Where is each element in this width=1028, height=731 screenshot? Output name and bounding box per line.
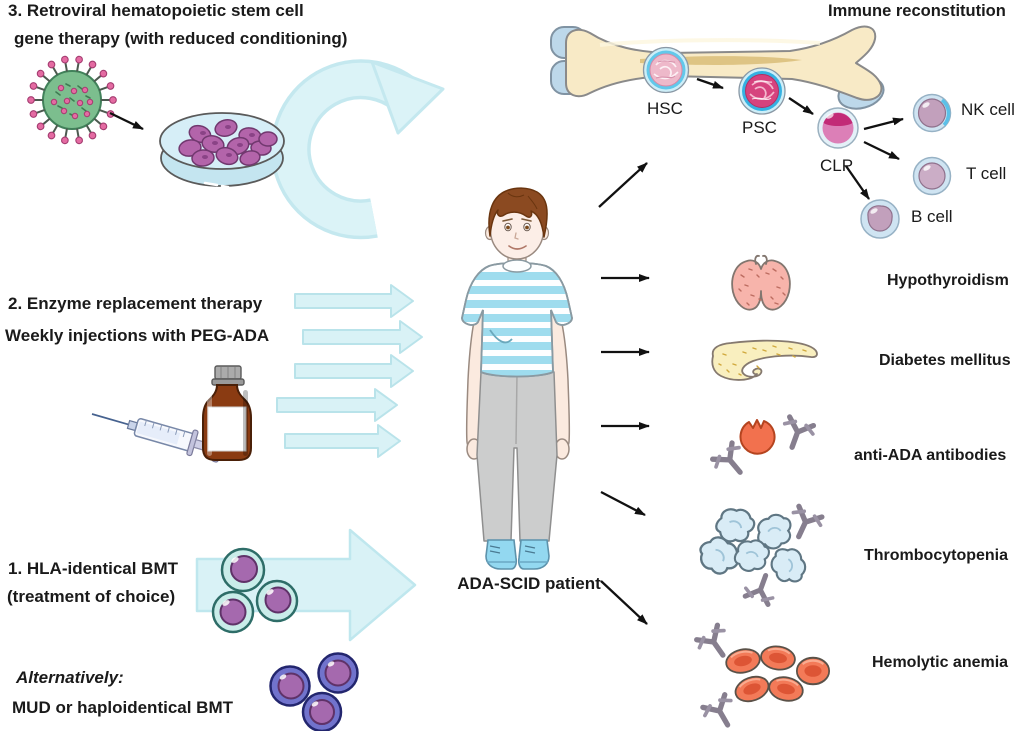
hsc-cell-icon [642,46,690,94]
psc-label: PSC [742,118,777,137]
therapy1-title-line1: 1. HLA-identical BMT [8,559,179,578]
donor-cells-icon [211,547,299,634]
patient-label: ADA-SCID patient [457,574,601,593]
vial-icon [202,365,252,461]
therapy1-alternative-line: MUD or haploidentical BMT [12,698,233,717]
alt-donor-cells-icon [269,652,359,731]
t-cell-label: T cell [966,164,1007,183]
anti-ada-antibodies-label: anti-ADA antibodies [854,447,1007,464]
nk-cell-label: NK cell [961,100,1015,119]
bone-icon [550,25,885,110]
patient-hair [488,187,548,238]
therapy1-alternative-label: Alternatively: [16,668,124,687]
hemolytic-anemia-label: Hemolytic anemia [872,654,1009,671]
immune-reconstitution-title: Immune reconstitution [828,2,1006,20]
clp-label: CLP [820,156,854,175]
ada-enzyme-icon [739,419,776,455]
b-cell-icon [860,199,900,239]
cycle-arrow-icon [270,59,445,240]
therapy3-title-line1: 3. Retroviral hematopoietic stem cell [8,1,304,20]
hypothyroidism-label: Hypothyroidism [887,272,1009,289]
virus-icon [26,54,118,146]
psc-cell-icon [738,67,786,115]
therapy2-title-line1: 2. Enzyme replacement therapy [8,294,263,313]
diabetes-label: Diabetes mellitus [879,352,1011,369]
nk-cell-icon [912,93,952,133]
thyroid-icon [731,254,791,311]
syringe-icon [91,413,225,463]
platelets-icon [691,504,811,589]
red-blood-cells-icon [722,643,831,707]
clp-cell-icon [817,107,859,149]
patient-shirt [461,259,573,378]
b-cell-label: B cell [911,207,953,226]
therapy3-title-line2: gene therapy (with reduced conditioning) [14,29,348,48]
t-cell-icon [912,156,952,196]
hsc-label: HSC [647,99,683,118]
thrombocytopenia-label: Thrombocytopenia [864,547,1009,564]
patient-head [484,187,550,260]
petri-dish-icon [159,112,285,189]
weekly-injection-arrows [276,284,423,458]
patient-figure [461,187,573,570]
flow-arrows [109,77,904,625]
patient-pants [476,371,558,542]
pancreas-icon [711,339,818,381]
therapy2-title-line2: Weekly injections with PEG-ADA [5,326,270,345]
therapy1-title-line2: (treatment of choice) [7,587,176,606]
patient-shoes [485,539,550,570]
